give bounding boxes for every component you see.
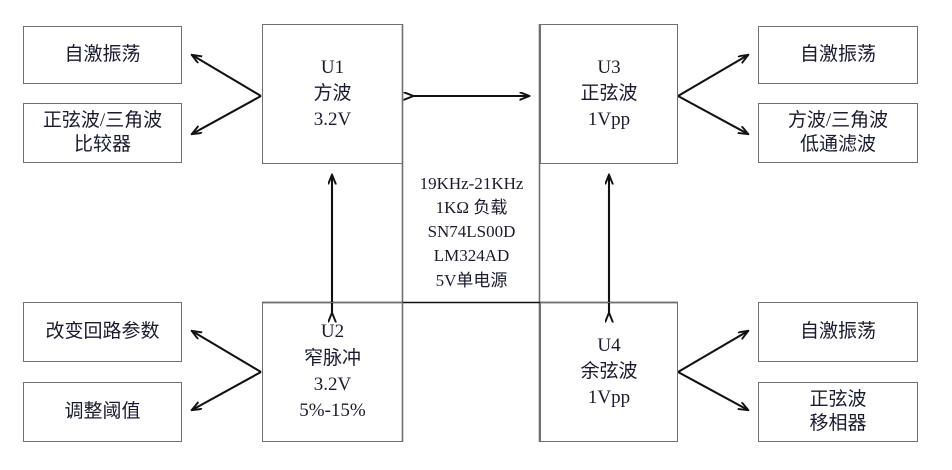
unit-waveform: 方波 [313,82,352,104]
link-u3-to-right-note-2 [677,95,748,134]
unit-block-u2[interactable]: U2 窄脉冲 3.2V 5%-15% [262,302,403,442]
spec-opamp-ic: LM324AD [433,246,510,266]
note-box-left-top-2[interactable]: 正弦波/三角波 比较器 [23,103,182,163]
link-u4-to-right-note-4 [677,371,748,410]
unit-block-u4[interactable]: U4 余弦波 1Vpp [540,302,678,442]
link-u1-to-left-note-2 [192,95,262,134]
specification-notes: 19KHz-21KHz 1KΩ 负载 SN74LS00D LM324AD 5V单… [404,172,539,293]
note-label: 自激振荡 [799,43,876,65]
note-box-right-bottom-2[interactable]: 正弦波 移相器 [758,382,918,442]
unit-amplitude: 1Vpp [587,109,631,131]
link-u1-to-left-note-1 [192,55,262,97]
unit-id: U4 [597,334,621,356]
spec-load: 1KΩ 负载 [435,198,508,218]
note-label: 自激振荡 [64,43,141,65]
unit-duty-cycle: 5%-15% [299,400,366,422]
note-box-right-top-2[interactable]: 方波/三角波 低通滤波 [758,103,918,163]
note-box-left-top-1[interactable]: 自激振荡 [23,26,182,84]
unit-block-u3[interactable]: U3 正弦波 1Vpp [540,24,678,164]
note-box-right-top-1[interactable]: 自激振荡 [758,26,918,84]
note-label-line-2: 比较器 [73,134,131,155]
link-u2-to-left-note-3 [192,331,262,373]
note-box-left-bottom-1[interactable]: 改变回路参数 [23,302,182,362]
spec-supply: 5V单电源 [435,270,508,290]
note-label-line-1: 正弦波 [809,388,867,410]
unit-amplitude: 3.2V [313,374,352,395]
unit-id: U1 [320,56,345,78]
note-box-right-bottom-1[interactable]: 自激振荡 [758,302,918,362]
link-u2-to-left-note-4 [192,371,262,410]
note-label-line-1: 正弦波/三角波 [42,109,163,131]
spec-logic-ic: SN74LS00D [427,222,516,242]
note-label: 调整阈值 [64,400,141,422]
link-u3-to-right-note-1 [677,55,748,97]
unit-id: U3 [597,56,621,78]
unit-amplitude: 1Vpp [587,387,631,409]
spec-frequency: 19KHz-21KHz [419,174,524,193]
note-box-left-bottom-2[interactable]: 调整阈值 [23,382,182,442]
note-label-line-2: 移相器 [809,413,867,434]
note-label-line-2: 低通滤波 [799,134,876,155]
unit-amplitude: 3.2V [313,109,352,131]
link-u4-to-right-note-3 [677,331,748,373]
unit-block-u1[interactable]: U1 方波 3.2V [262,24,403,164]
unit-id: U2 [320,321,345,343]
note-label-line-1: 方波/三角波 [787,109,889,131]
unit-waveform: 正弦波 [580,82,638,104]
unit-waveform: 余弦波 [580,360,638,382]
unit-waveform: 窄脉冲 [303,347,361,369]
note-label: 改变回路参数 [45,320,160,342]
note-label: 自激振荡 [799,320,876,342]
